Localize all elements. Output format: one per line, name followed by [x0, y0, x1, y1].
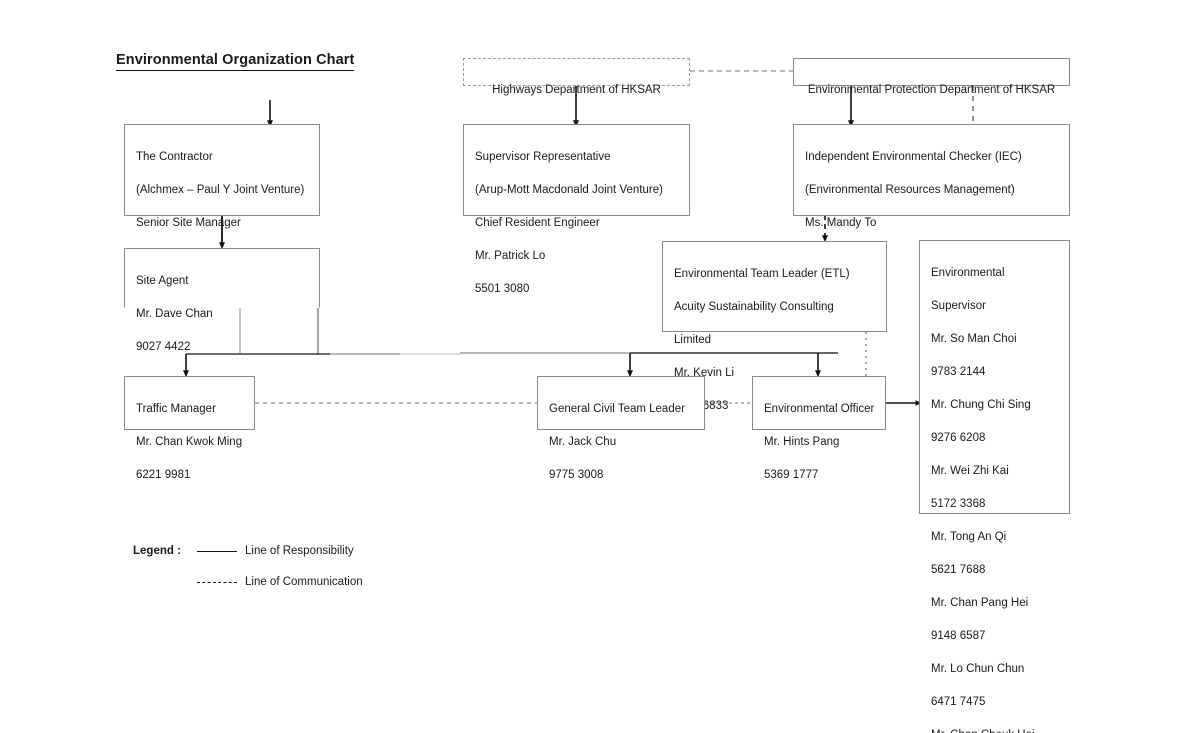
etl-company-line1: Acuity Sustainability Consulting: [674, 300, 834, 313]
site-agent-phone: 9027 4422: [136, 340, 191, 353]
supervisor-company: (Arup-Mott Macdonald Joint Venture): [475, 183, 663, 196]
general-civil-phone: 9775 3008: [549, 468, 604, 481]
traffic-manager-role: Traffic Manager: [136, 402, 216, 415]
env-supervisor-phone-6: 6471 7475: [931, 695, 986, 708]
node-independent-environmental-checker[interactable]: Independent Environmental Checker (IEC) …: [793, 124, 1070, 262]
supervisor-role: Supervisor Representative: [475, 150, 611, 163]
env-supervisor-person-1: Mr. So Man Choi: [931, 332, 1017, 345]
dashed-line-swatch-icon: [197, 581, 237, 583]
env-supervisor-person-4: Mr. Tong An Qi: [931, 530, 1007, 543]
etl-role: Environmental Team Leader (ETL): [674, 267, 850, 280]
etl-person: Mr. Kevin Li: [674, 366, 735, 379]
env-supervisor-person-5: Mr. Chan Pang Hei: [931, 596, 1029, 609]
traffic-manager-person: Mr. Chan Kwok Ming: [136, 435, 243, 448]
general-civil-person: Mr. Jack Chu: [549, 435, 617, 448]
env-supervisor-person-2: Mr. Chung Chi Sing: [931, 398, 1031, 411]
environmental-officer-person: Mr. Hints Pang: [764, 435, 840, 448]
site-agent-role: Site Agent: [136, 274, 189, 287]
environmental-officer-phone: 5369 1777: [764, 468, 819, 481]
page-title: Environmental Organization Chart: [116, 52, 355, 71]
env-supervisor-phone-3: 5172 3368: [931, 497, 986, 510]
env-supervisor-phone-5: 9148 6587: [931, 629, 986, 642]
node-environmental-supervisor[interactable]: Environmental Supervisor Mr. So Man Choi…: [919, 240, 1070, 733]
env-supervisor-person-6: Mr. Lo Chun Chun: [931, 662, 1025, 675]
node-contractor[interactable]: The Contractor (Alchmex – Paul Y Joint V…: [124, 124, 320, 295]
etl-company-line2: Limited: [674, 333, 712, 346]
legend-item-communication: Line of Communication: [197, 576, 363, 588]
legend-responsibility-text: Line of Responsibility: [245, 545, 354, 557]
iec-person: Ms. Mandy To: [805, 216, 877, 229]
supervisor-phone: 5501 3080: [475, 282, 530, 295]
node-general-civil-team-leader[interactable]: General Civil Team Leader Mr. Jack Chu 9…: [537, 376, 705, 481]
node-site-agent[interactable]: Site Agent Mr. Dave Chan 9027 4422: [124, 248, 320, 353]
contractor-company: (Alchmex – Paul Y Joint Venture): [136, 183, 305, 196]
env-supervisor-phone-4: 5621 7688: [931, 563, 986, 576]
environmental-officer-role: Environmental Officer: [764, 402, 875, 415]
highways-department-label: Highways Department of HKSAR: [492, 83, 661, 96]
solid-line-swatch-icon: [197, 550, 237, 552]
node-supervisor-representative[interactable]: Supervisor Representative (Arup-Mott Mac…: [463, 124, 690, 295]
contractor-title: Senior Site Manager: [136, 216, 241, 229]
site-agent-person: Mr. Dave Chan: [136, 307, 213, 320]
general-civil-role: General Civil Team Leader: [549, 402, 685, 415]
env-supervisor-person-7: Mr. Chan Cheuk Hei: [931, 727, 1060, 733]
node-highways-department[interactable]: Highways Department of HKSAR: [463, 58, 690, 96]
legend-communication-text: Line of Communication: [245, 576, 363, 588]
node-environmental-team-leader[interactable]: Environmental Team Leader (ETL) Acuity S…: [662, 241, 887, 412]
legend-item-responsibility: Line of Responsibility: [197, 545, 354, 557]
node-traffic-manager[interactable]: Traffic Manager Mr. Chan Kwok Ming 6221 …: [124, 376, 255, 481]
iec-role: Independent Environmental Checker (IEC): [805, 150, 1022, 163]
supervisor-title: Chief Resident Engineer: [475, 216, 600, 229]
epd-label: Environmental Protection Department of H…: [807, 83, 1056, 96]
traffic-manager-phone: 6221 9981: [136, 468, 191, 481]
env-supervisor-role-line1: Environmental: [931, 266, 1005, 279]
env-supervisor-phone-2: 9276 6208: [931, 431, 986, 444]
node-environmental-officer[interactable]: Environmental Officer Mr. Hints Pang 536…: [752, 376, 886, 481]
iec-company: (Environmental Resources Management): [805, 183, 1015, 196]
env-supervisor-role-line2: Supervisor: [931, 299, 986, 312]
env-supervisor-person-3: Mr. Wei Zhi Kai: [931, 464, 1009, 477]
node-environmental-protection-department[interactable]: Environmental Protection Department of H…: [793, 58, 1070, 96]
legend-label: Legend :: [133, 545, 181, 557]
contractor-role: The Contractor: [136, 150, 213, 163]
env-supervisor-phone-1: 9783 2144: [931, 365, 986, 378]
supervisor-person: Mr. Patrick Lo: [475, 249, 546, 262]
